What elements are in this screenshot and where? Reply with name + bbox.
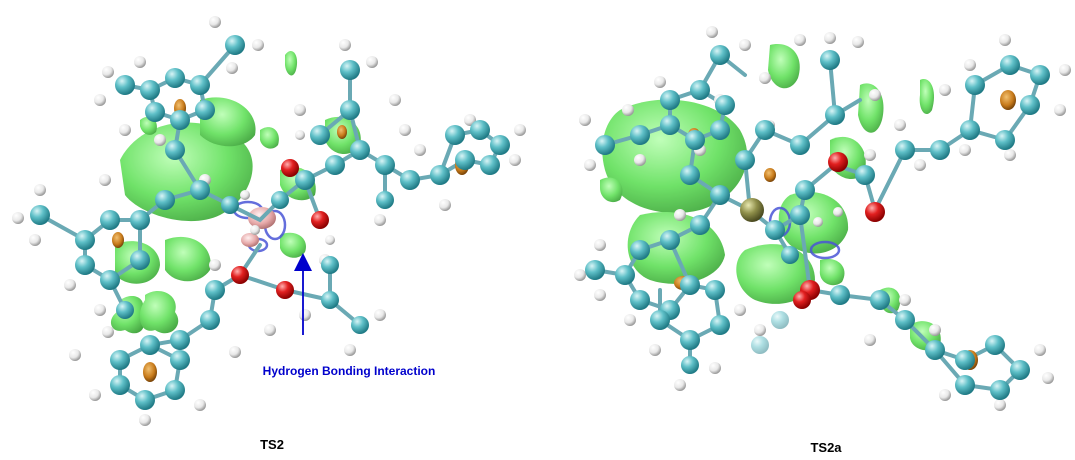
ts2a-structure <box>574 26 1071 411</box>
ts2a-metal-atom <box>740 198 764 222</box>
panel-label-ts2a: TS2a <box>810 440 842 455</box>
ts2a-oxygen-atoms <box>793 152 885 309</box>
hydrogen-bond-annotation: Hydrogen Bonding Interaction <box>263 253 436 378</box>
annotation-label: Hydrogen Bonding Interaction <box>263 364 436 378</box>
ts2-carbon-atoms <box>30 35 510 410</box>
ts2-oxygen-atoms <box>231 159 329 299</box>
ts2-structure <box>12 16 526 426</box>
ts2a-carbon-atoms <box>585 45 1050 400</box>
panel-label-ts2: TS2 <box>260 437 284 452</box>
